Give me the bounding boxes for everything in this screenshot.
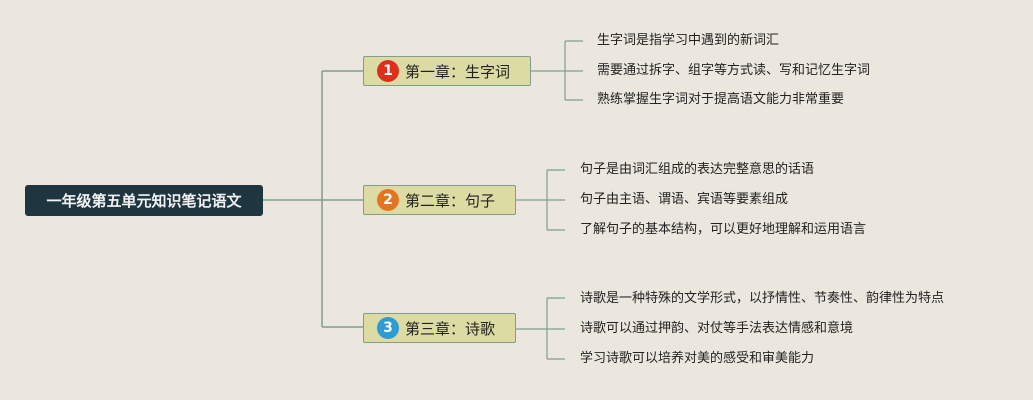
chapter-label: 第一章：生字词 [405,62,511,81]
notes-connector-2 [516,169,565,231]
note-item[interactable]: 诗歌是一种特殊的文学形式，以抒情性、节奏性、韵律性为特点 [580,291,945,306]
note-item[interactable]: 了解句子的基本结构，可以更好地理解和运用语言 [580,222,867,237]
note-item[interactable]: 学习诗歌可以培养对美的感受和审美能力 [580,351,815,366]
chapter-number-badge: 1 [377,60,399,82]
chapter-node-2[interactable]: 2 第二章：句子 [363,185,516,215]
note-item[interactable]: 诗歌可以通过押韵、对仗等手法表达情感和意境 [580,321,854,336]
chapter-number-badge: 3 [377,317,399,339]
chapter-node-3[interactable]: 3 第三章：诗歌 [363,313,516,343]
note-item[interactable]: 生字词是指学习中遇到的新词汇 [597,33,780,48]
chapter-number-badge: 2 [377,189,399,211]
note-item[interactable]: 句子由主语、谓语、宾语等要素组成 [580,192,789,207]
chapter-label: 第二章：句子 [405,191,496,210]
notes-connector-1 [531,40,583,101]
chapter-label: 第三章：诗歌 [405,319,496,338]
note-item[interactable]: 熟练掌握生字词对于提高语文能力非常重要 [597,92,845,107]
root-label: 一年级第五单元知识笔记语文 [46,192,242,210]
root-node[interactable]: 一年级第五单元知识笔记语文 [25,185,263,216]
notes-connector-3 [516,297,565,360]
note-item[interactable]: 需要通过拆字、组字等方式读、写和记忆生字词 [597,63,871,78]
chapter-node-1[interactable]: 1 第一章：生字词 [363,56,531,86]
note-item[interactable]: 句子是由词汇组成的表达完整意思的话语 [580,162,815,177]
